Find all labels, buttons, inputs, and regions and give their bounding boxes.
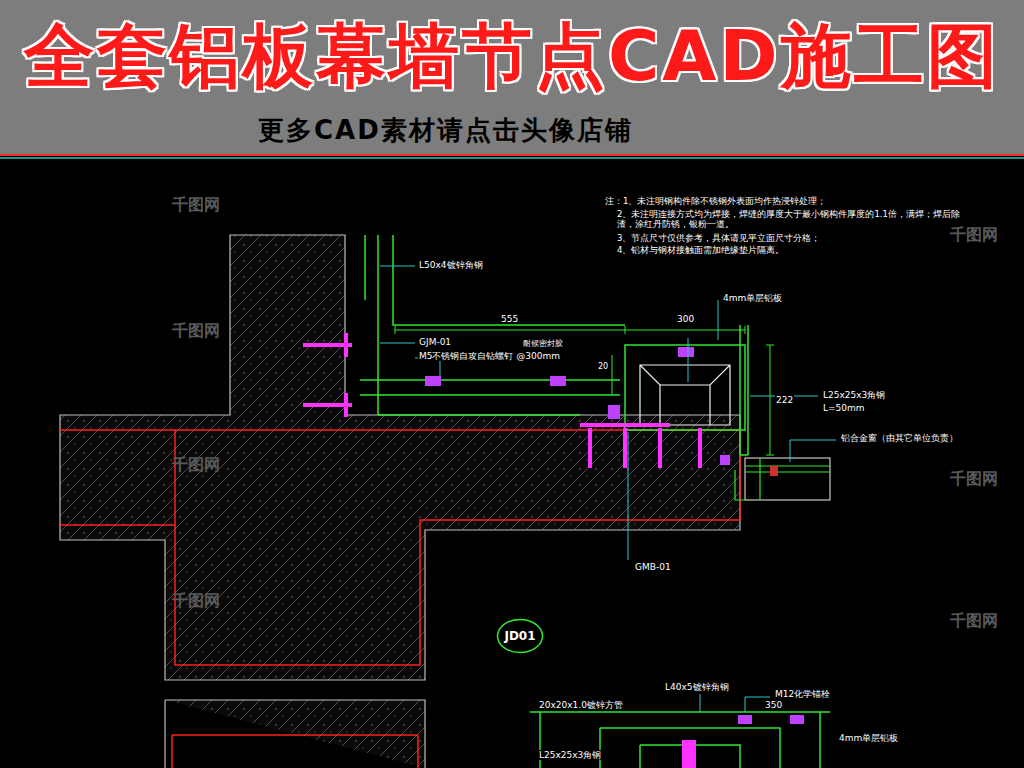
header-rule [0,157,1024,159]
watermark-text: 千图网 [950,470,998,488]
window-seal [770,466,778,476]
subtitle-text: 更多CAD素材请点击头像店铺 [258,116,633,146]
bolt-clip [608,405,620,419]
structure-outline [172,735,418,768]
part-label: L25x25x3角钢 [538,750,602,760]
leader-line [380,266,836,712]
anchor-bolt [303,333,352,417]
concrete-hatch [165,700,425,768]
aluminum-panel [740,325,748,455]
part-label: L50x4镀锌角钢 [418,260,484,270]
dimension-text: 222 [775,395,794,405]
window-frame [745,458,830,500]
anchor-bolt [580,425,700,468]
part-label: 4mm单层铝板 [722,293,783,303]
note-text: 3、节点尺寸仅供参考，具体请见平立面尺寸分格； [616,234,821,244]
anchor-bolt [682,740,696,768]
watermark-text: 千图网 [950,612,998,630]
steel-member [530,712,830,768]
bolt-clip [738,715,752,724]
header-rule [0,154,1024,156]
detail-circle: JD01 [496,618,544,654]
part-label: 铝合金窗（由其它单位负责） [840,434,959,444]
dimension-text: 350 [764,700,783,710]
bolt-clip [678,347,694,357]
watermark-text: 千图网 [172,322,220,340]
watermark-text: 千图网 [950,226,998,244]
detail-number: JD01 [496,629,544,643]
part-label: GMB-01 [634,562,672,572]
bolt-clip [425,376,441,386]
steel-member [360,235,625,415]
part-label: L40x5镀锌角钢 [664,682,730,692]
square-tube [640,365,730,425]
part-label: 4mm单层铝板 [838,733,899,743]
title-text: 全套铝板幕墙节点CAD施工图 [24,16,1000,97]
part-label: L25x25x3角钢 [822,390,886,400]
part-label: 20x20x1.0镀锌方管 [538,700,624,710]
watermark-text: 千图网 [172,456,220,474]
note-text: 注：1、未注明钢构件除不锈钢外表面均作热浸锌处理； [604,197,827,207]
steel-frame [625,345,745,430]
structure-outline [60,430,740,665]
part-label: M5不锈钢自攻自钻螺钉 @300mm [418,351,561,361]
note-text: 4、铝材与钢材接触面需加绝缘垫片隔离。 [616,246,785,256]
dimension-line [395,326,774,455]
part-label: M12化学锚栓 [774,689,831,699]
dimension-text: 20 [597,362,609,371]
window-frame [735,458,830,500]
part-label: 耐候密封胶 [522,339,564,348]
watermark-text: 千图网 [172,592,220,610]
bolt-clip [720,455,730,465]
header-band [0,0,1024,155]
bolt-clip [550,376,566,386]
dimension-text: 300 [676,314,695,324]
part-label: GJM-01 [418,337,452,347]
concrete-hatch [60,235,740,680]
drawing-ground [0,160,1024,768]
part-label: L=50mm [822,403,866,413]
bolt-clip [790,715,804,724]
note-text: 2、未注明连接方式均为焊接，焊缝的厚度大于最小钢构件厚度的1.1倍，满焊；焊后除… [616,210,968,230]
watermark-text: 千图网 [172,196,220,214]
dimension-text: 555 [500,314,519,324]
